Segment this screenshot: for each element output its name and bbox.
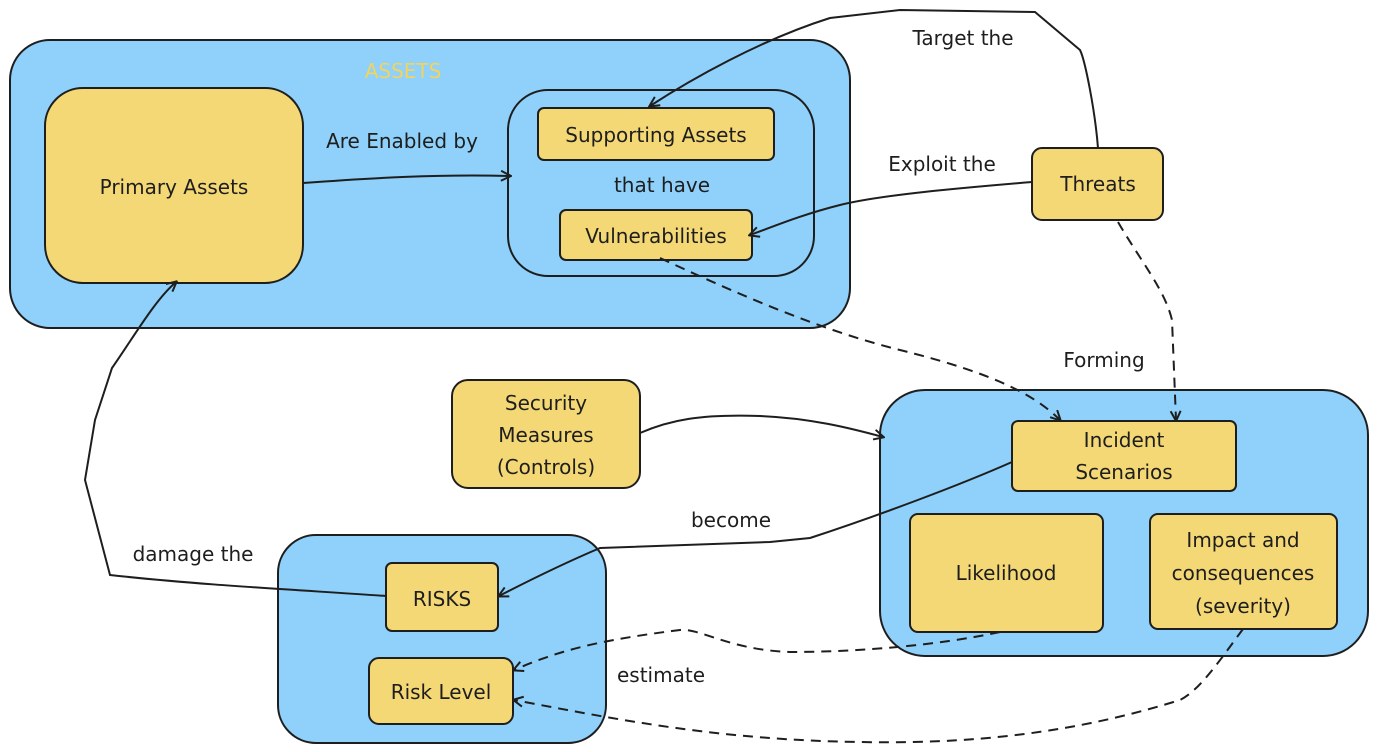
- primary-assets-label: Primary Assets: [100, 175, 249, 199]
- edge-exploit-the: [750, 181, 1033, 235]
- edge-damage-the: [83, 282, 387, 597]
- security-measures-line-2: Measures: [498, 423, 593, 447]
- assets-title: ASSETS: [365, 59, 442, 83]
- risks-node: RISKS: [385, 562, 499, 632]
- incident-scenarios-node: Incident Scenarios: [1011, 420, 1237, 492]
- that-have-label: that have: [614, 173, 710, 197]
- edge-label-are-enabled-by: Are Enabled by: [326, 129, 478, 153]
- risk-level-label: Risk Level: [391, 680, 492, 704]
- supporting-assets-node: Supporting Assets: [537, 107, 775, 161]
- edge-vulnerabilities-to-incident: [659, 257, 1060, 420]
- impact-line-1: Impact and: [1186, 528, 1299, 552]
- incident-scenarios-line-1: Incident: [1084, 428, 1165, 452]
- risks-container: [277, 534, 607, 744]
- risk-level-node: Risk Level: [368, 657, 514, 725]
- vulnerabilities-label: Vulnerabilities: [585, 224, 727, 248]
- impact-node: Impact and consequences (severity): [1149, 513, 1338, 630]
- edge-estimate-impact: [514, 628, 1244, 744]
- edge-label-target-the: Target the: [911, 26, 1013, 50]
- vulnerabilities-node: Vulnerabilities: [559, 209, 753, 261]
- edge-label-damage-the: damage the: [133, 542, 254, 566]
- supporting-assets-label: Supporting Assets: [565, 123, 746, 147]
- edge-forming: [1117, 221, 1176, 420]
- edge-controls: [639, 414, 883, 437]
- risks-label: RISKS: [413, 587, 471, 611]
- likelihood-node: Likelihood: [909, 513, 1104, 633]
- primary-assets-node: Primary Assets: [44, 87, 304, 284]
- edge-estimate-likelihood: [514, 628, 1001, 670]
- edge-label-estimate: estimate: [617, 663, 705, 687]
- threats-label: Threats: [1059, 172, 1136, 196]
- security-measures-node: Security Measures (Controls): [451, 379, 641, 489]
- edge-label-exploit-the: Exploit the: [888, 152, 996, 176]
- edge-are-enabled-by: [302, 175, 510, 184]
- edge-label-forming: Forming: [1063, 348, 1144, 372]
- impact-line-3: (severity): [1195, 594, 1291, 618]
- edge-label-become: become: [691, 508, 771, 532]
- likelihood-label: Likelihood: [956, 561, 1057, 585]
- security-measures-line-3: (Controls): [497, 455, 595, 479]
- edge-become: [499, 461, 1013, 596]
- security-measures-line-1: Security: [505, 391, 587, 415]
- threats-node: Threats: [1031, 147, 1164, 221]
- impact-line-2: consequences: [1172, 561, 1315, 585]
- incident-scenarios-line-2: Scenarios: [1075, 460, 1172, 484]
- edge-target-the: [650, 8, 1099, 149]
